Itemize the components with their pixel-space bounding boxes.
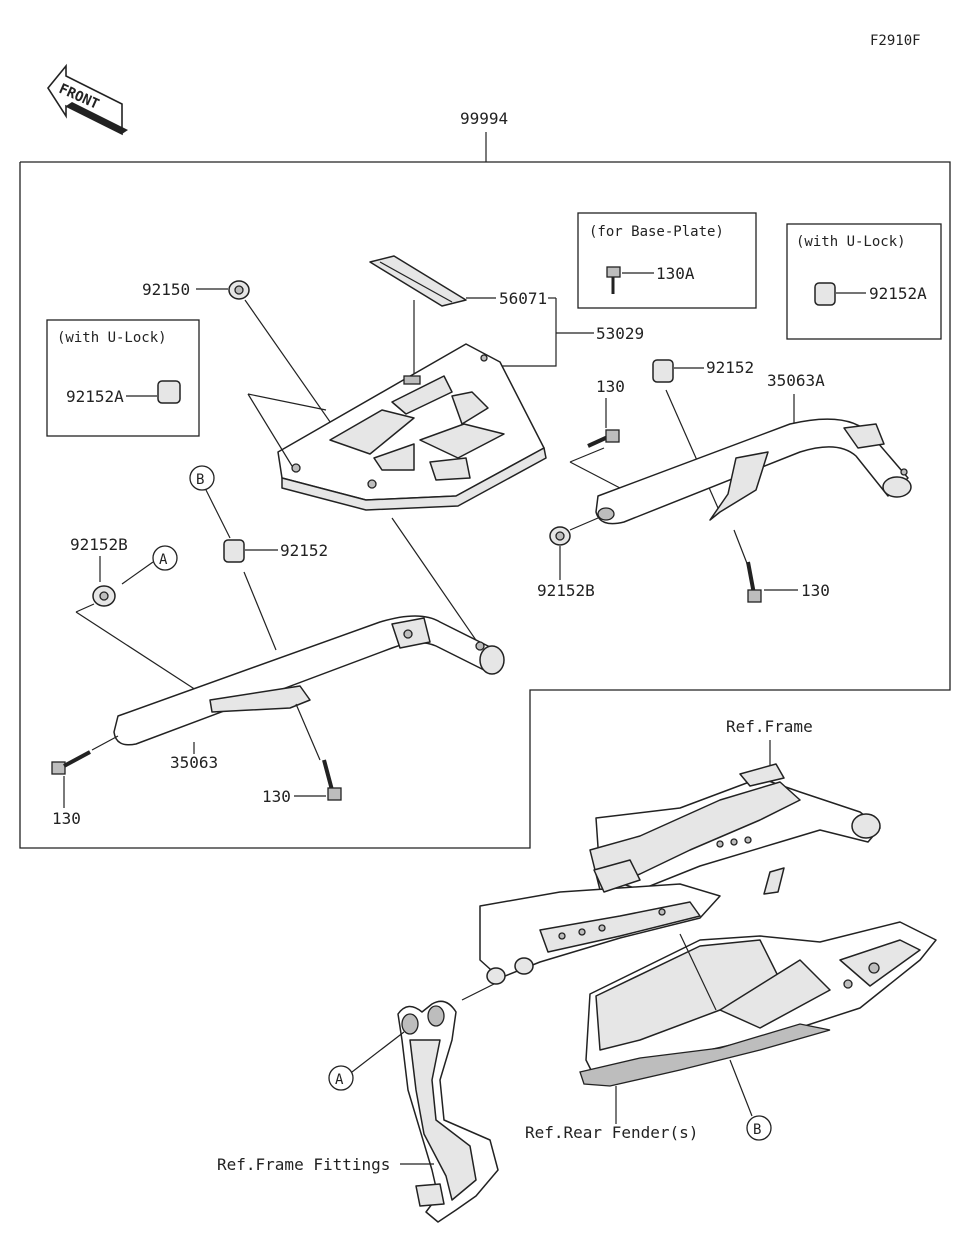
bolt-130a-icon [606,266,621,294]
callout-130a: 130A [656,264,695,283]
front-arrow-icon: FRONT [47,63,128,136]
option-box-u-lock-left-label: (with U-Lock) [57,330,167,346]
frame-assembly-icon [479,763,881,985]
callout-130-left-bottom: 130 [52,809,81,828]
reference-b-bottom: B [753,1122,761,1138]
reference-a-bottom-circle [328,1065,354,1091]
reference-a-bottom: A [335,1072,344,1088]
reference-b-top: B [196,472,204,488]
callout-35063: 35063 [170,753,218,772]
grommet-92150-icon [228,280,250,300]
assembly-number: 99994 [460,109,508,128]
callout-130-left-center: 130 [262,787,291,806]
callout-130-right-top: 130 [596,377,625,396]
callout-92152b-right: 92152B [537,581,595,600]
option-box-base-plate: (for Base-Plate) 130A [577,212,757,309]
reference-b-top-circle [189,465,215,491]
option-box-u-lock-right: (with U-Lock) 92152A [786,223,942,340]
pad-56071-icon [369,255,467,307]
collar-92152a-left-icon [157,380,181,404]
reference-frame-label: Ref.Frame [726,717,813,736]
rear-fender-icon [579,921,937,1087]
callout-130-right-bottom: 130 [801,581,830,600]
callout-92152-right: 92152 [706,358,754,377]
reference-a-top-circle [152,545,178,571]
callout-53029: 53029 [596,324,644,343]
callout-92152a-left: 92152A [66,387,124,406]
callout-92150: 92150 [142,280,190,299]
grab-bar-35063-icon [113,615,505,746]
option-box-u-lock-left: (with U-Lock) 92152A [46,319,200,437]
option-box-base-plate-label: (for Base-Plate) [589,224,724,240]
assembly-outline [19,161,951,849]
bolt-130-left-center-icon [322,759,342,801]
callout-56071: 56071 [499,289,547,308]
frame-fitting-icon [397,1000,499,1223]
callout-92152-left: 92152 [280,541,328,560]
collar-92152-left-icon [223,539,245,563]
washer-92152b-left-icon [92,585,116,607]
option-box-u-lock-right-label: (with U-Lock) [796,234,906,250]
collar-92152-right-icon [652,359,674,383]
bolt-130-right-top-icon [587,429,620,448]
bolt-130-left-bottom-icon [51,750,91,775]
bolt-130-right-bottom-icon [746,561,762,603]
carrier-plate-53029-icon [277,343,547,511]
callout-92152a-right: 92152A [869,284,927,303]
reference-rear-fender-label: Ref.Rear Fender(s) [525,1123,698,1142]
collar-92152a-right-icon [814,282,836,306]
reference-b-bottom-circle [746,1115,772,1141]
washer-92152b-right-icon [549,526,571,546]
reference-a-top: A [159,552,168,568]
reference-frame-fittings-label: Ref.Frame Fittings [217,1155,390,1174]
grab-bar-35063a-icon [595,418,912,525]
callout-35063a: 35063A [767,371,825,390]
callout-92152b-left: 92152B [70,535,128,554]
diagram-code: F2910F [870,33,921,49]
